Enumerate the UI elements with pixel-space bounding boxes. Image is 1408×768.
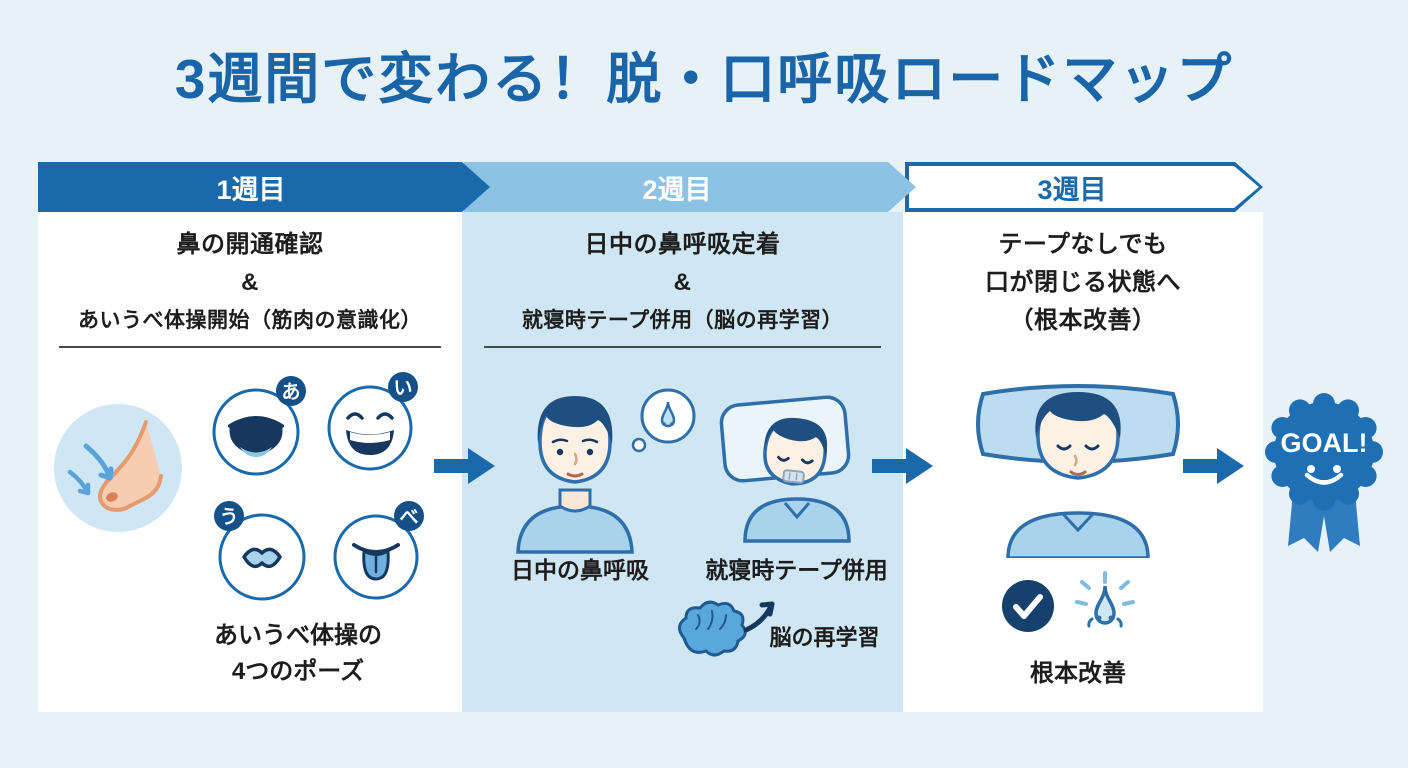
week1-heading-line2: & [241, 269, 259, 296]
banner-week3-label: 3週目 [1037, 174, 1107, 205]
week1-caption-line2: 4つのポーズ [231, 658, 365, 685]
goal-label: GOAL! [1281, 428, 1368, 458]
week2-heading-line1: 日中の鼻呼吸定着 [584, 231, 781, 258]
pose-a-mouth-icon: あ [212, 376, 306, 476]
week3-heading-line1: テープなしでも [998, 231, 1168, 258]
arrow-right-icon-1 [434, 448, 495, 484]
big-sleeper-icon [976, 384, 1180, 558]
week1-heading: 鼻の開通確認 & あいうべ体操開始（筋肉の意識化） [38, 226, 462, 340]
pose-badge-label-be: べ [399, 507, 418, 528]
week3-heading-line2: 口が閉じる状態へ [985, 269, 1181, 296]
thought-bubble-nose-icon [631, 388, 696, 453]
pose-badge-label-u: う [219, 507, 238, 528]
brain-icon [678, 600, 775, 657]
pose-be-tongue-icon: べ [333, 501, 424, 600]
sleeping-tape-man-icon [719, 395, 851, 543]
pose-u-lips-icon: う [214, 501, 306, 601]
arrow-right-icon-3 [1183, 448, 1244, 484]
week2-heading-line2: & [673, 269, 692, 296]
week2-heading-line3: 就寝時テープ併用（脳の再学習） [521, 309, 844, 332]
banner-week2-label: 2週目 [642, 174, 712, 205]
pose-badge-label-a: あ [281, 381, 300, 403]
week2-day-label: 日中の鼻呼吸 [511, 557, 649, 583]
pose-i-face-icon: い [327, 372, 418, 471]
arrow-right-icon-2 [872, 448, 933, 484]
relearn-arrow-icon [743, 601, 775, 633]
week2-brain-label: 脳の再学習 [769, 625, 880, 650]
banner-week3 [909, 166, 1259, 208]
week2-sleep-label: 就寝時テープ併用 [705, 557, 888, 583]
nose-airflow-icon [54, 404, 182, 532]
check-icon [1002, 580, 1054, 632]
banner-week1: 1週目 [38, 162, 490, 212]
page-title: 3週間で変わる！脱・口呼吸ロードマップ [174, 48, 1234, 110]
week3-heading: テープなしでも 口が閉じる状態へ （根本改善） [903, 226, 1263, 340]
pose-badge-label-i: い [393, 378, 412, 399]
week1-heading-line1: 鼻の開通確認 [176, 231, 324, 258]
week2-heading-underline [484, 346, 881, 348]
nose-sparkle-icon [1075, 571, 1135, 628]
day-breathing-man-icon [516, 388, 696, 554]
week3-heading-line3: （根本改善） [1009, 307, 1157, 334]
banner-week2: 2週目 [464, 162, 916, 212]
week1-heading-line3: あいうべ体操開始（筋肉の意識化） [78, 309, 422, 332]
week3-result-label: 根本改善 [1030, 660, 1126, 687]
banner-week1-label: 1週目 [216, 174, 286, 205]
panel-week1: 鼻の開通確認 & あいうべ体操開始（筋肉の意識化） あ [38, 212, 462, 712]
week2-heading: 日中の鼻呼吸定着 & 就寝時テープ併用（脳の再学習） [462, 226, 903, 340]
week1-heading-underline [59, 346, 441, 348]
panel-week3: テープなしでも 口が閉じる状態へ （根本改善） [903, 212, 1263, 712]
goal-badge-icon: GOAL! [1265, 393, 1383, 552]
week1-caption: あいうべ体操の 4つのポーズ [153, 618, 443, 690]
panel-week2: 日中の鼻呼吸定着 & 就寝時テープ併用（脳の再学習） 日中の鼻呼吸 [462, 212, 903, 712]
week1-caption-line1: あいうべ体操の [214, 622, 382, 649]
